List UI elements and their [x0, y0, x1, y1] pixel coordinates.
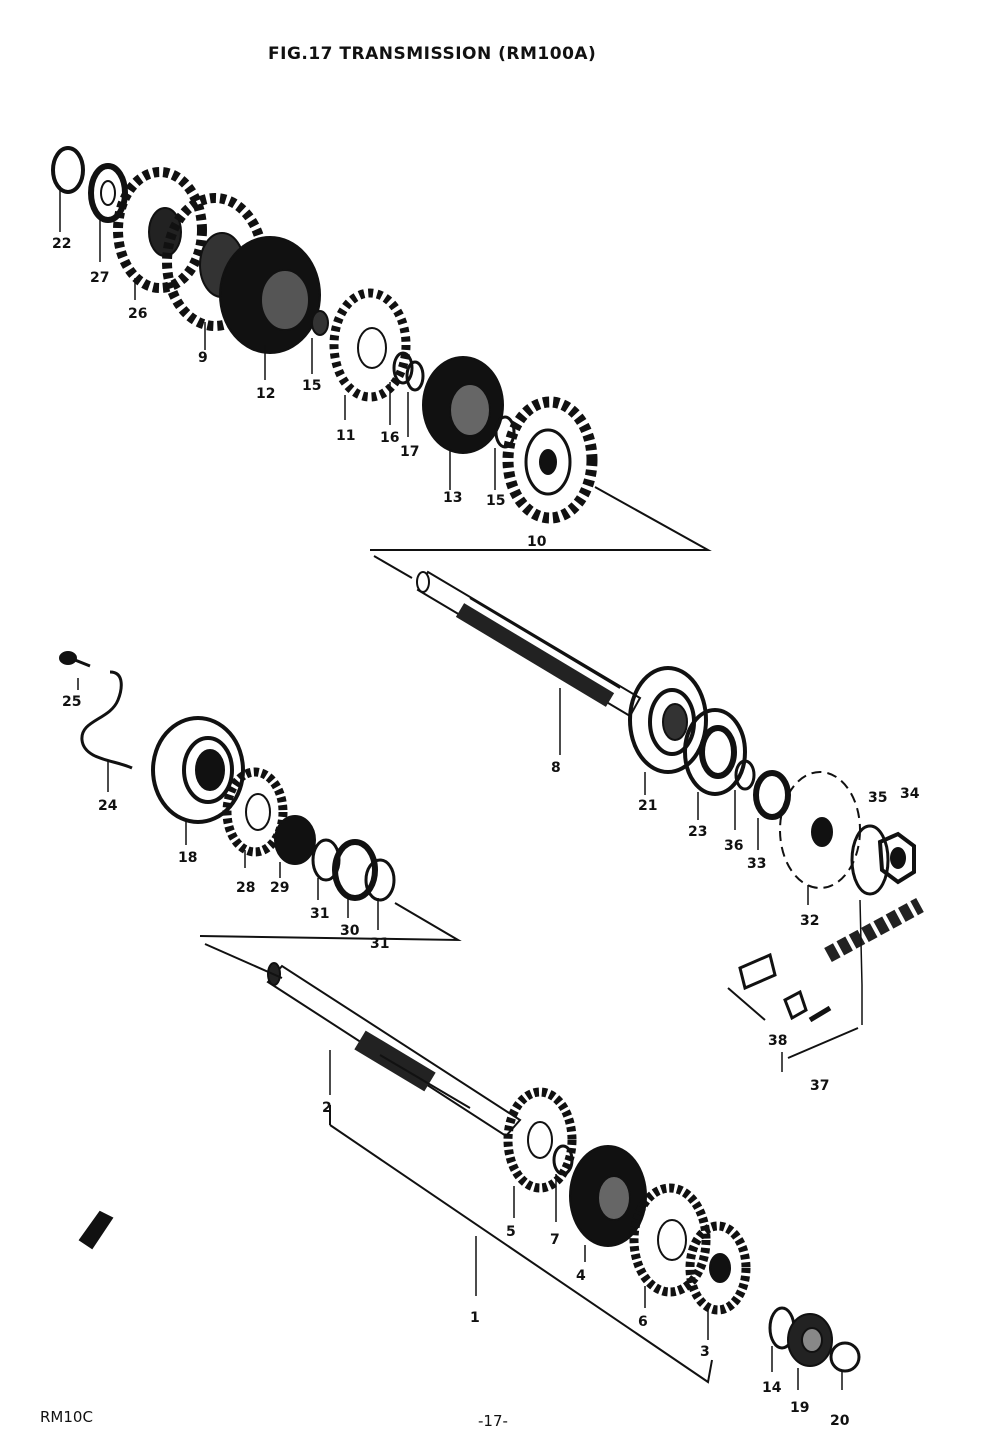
lock-washer-35 — [850, 824, 890, 896]
part-label-p7: 7 — [550, 1232, 560, 1248]
part-label-p31b: 31 — [370, 936, 389, 952]
part-label-p3: 3 — [700, 1344, 710, 1360]
part-label-p14: 14 — [762, 1380, 782, 1396]
part-label-p15b: 15 — [486, 493, 505, 509]
part-label-p26: 26 — [128, 306, 147, 322]
washer-27 — [88, 163, 128, 223]
part-label-p10: 10 — [527, 534, 547, 550]
part-label-p20: 20 — [830, 1413, 850, 1429]
part-label-p5: 5 — [506, 1224, 516, 1240]
bearing-18 — [151, 716, 245, 824]
part-label-p1: 1 — [470, 1310, 480, 1326]
washer-15-upper — [311, 310, 329, 336]
circlip-22 — [51, 146, 85, 194]
circlip-7 — [552, 1144, 574, 1176]
bearing-21 — [628, 666, 708, 774]
gear-6 — [629, 1183, 711, 1297]
part-label-p34: 34 — [900, 786, 920, 802]
part-label-p12: 12 — [256, 386, 275, 402]
part-label-p8: 8 — [551, 760, 561, 776]
part-label-p15a: 15 — [302, 378, 321, 394]
part-label-p24: 24 — [98, 798, 118, 814]
part-label-p9: 9 — [198, 350, 208, 366]
gear-13 — [422, 356, 504, 454]
part-label-p37: 37 — [810, 1078, 829, 1094]
part-label-p32: 32 — [800, 913, 819, 929]
part-label-p17: 17 — [400, 444, 419, 460]
engine-sprocket-32 — [779, 771, 861, 889]
needle-bearing-29 — [274, 815, 316, 865]
countershaft-8 — [416, 570, 642, 718]
part-labels: 1234567891011121314151516171819202122232… — [52, 236, 920, 1429]
drive-chain-37 — [738, 897, 924, 1023]
part-label-p31a: 31 — [310, 906, 329, 922]
gear-26 — [113, 167, 207, 293]
manufacturer-logo — [78, 1210, 114, 1250]
washer-16 — [392, 351, 414, 385]
washer-31-right — [364, 858, 396, 902]
part-label-p28: 28 — [236, 880, 255, 896]
part-label-p23: 23 — [688, 824, 707, 840]
part-label-p35: 35 — [868, 790, 887, 806]
gear-12 — [219, 236, 321, 354]
part-label-p11: 11 — [336, 428, 355, 444]
washer-30 — [332, 839, 378, 901]
gear-4 — [569, 1145, 647, 1247]
bearing-retainer-24 — [80, 670, 133, 770]
page-number: -17- — [478, 1412, 508, 1430]
screw-25 — [59, 651, 91, 668]
figure-title: FIG.17 TRANSMISSION (RM100A) — [268, 44, 597, 64]
part-label-p22: 22 — [52, 236, 71, 252]
gear-5 — [503, 1087, 577, 1193]
part-label-p38: 38 — [768, 1033, 787, 1049]
gear-28 — [222, 767, 288, 857]
part-label-p19: 19 — [790, 1400, 809, 1416]
part-label-p33: 33 — [747, 856, 766, 872]
gear-11 — [329, 288, 411, 402]
part-label-p30: 30 — [340, 923, 360, 939]
model-code: RM10C — [40, 1408, 93, 1426]
bearing-19 — [787, 1313, 833, 1367]
part-label-p6: 6 — [638, 1314, 648, 1330]
part-label-p27: 27 — [90, 270, 109, 286]
gear-10-first — [502, 396, 598, 524]
circlip-17 — [405, 360, 425, 392]
gear-3 — [685, 1221, 751, 1315]
bracket-lines — [199, 486, 859, 1384]
part-label-p13: 13 — [443, 490, 462, 506]
spacer-33 — [753, 770, 791, 820]
part-label-p16: 16 — [380, 430, 399, 446]
o-ring-36 — [734, 759, 756, 791]
oil-seal-23 — [683, 708, 747, 796]
plug-20 — [829, 1341, 861, 1373]
part-label-p25: 25 — [62, 694, 81, 710]
part-label-p21: 21 — [638, 798, 657, 814]
part-label-p18: 18 — [178, 850, 197, 866]
nut-34 — [877, 831, 916, 885]
part-label-p36: 36 — [724, 838, 743, 854]
leader-lines — [59, 186, 863, 1390]
part-label-p29: 29 — [270, 880, 289, 896]
part-label-p4: 4 — [576, 1268, 586, 1284]
drive-shaft-2 — [266, 962, 522, 1138]
part-label-p2: 2 — [322, 1100, 332, 1116]
